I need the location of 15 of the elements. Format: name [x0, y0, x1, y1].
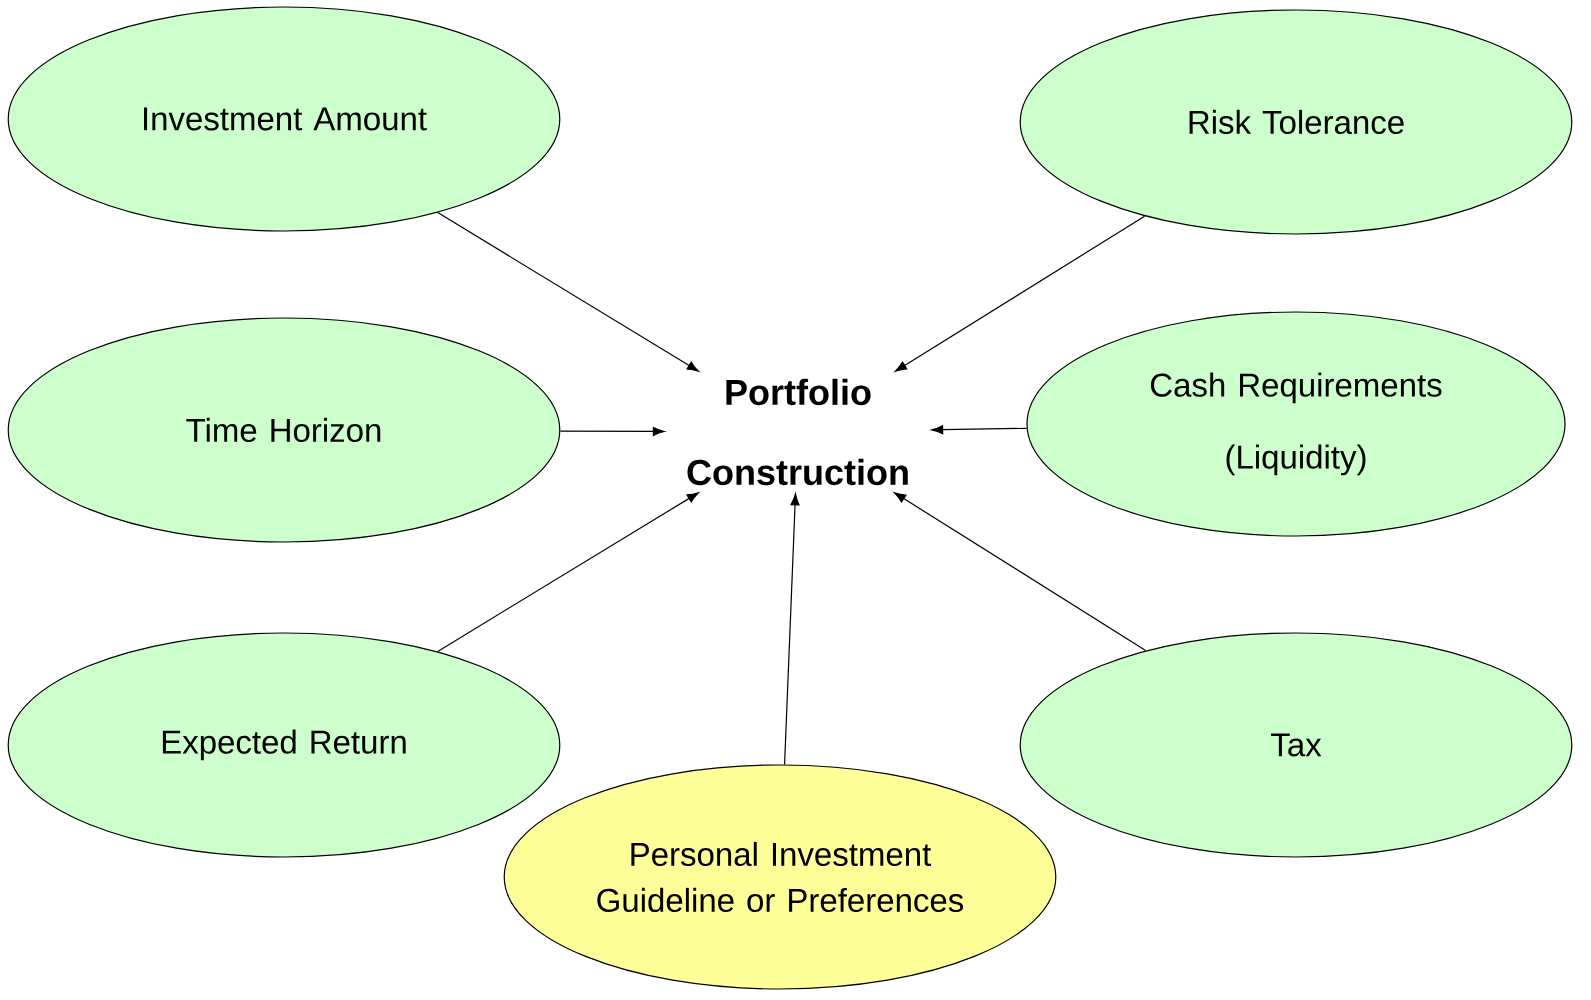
- arrow: [893, 492, 1147, 652]
- arrow: [437, 492, 699, 652]
- ellipse-node: Time Horizon: [7, 317, 561, 543]
- heading-text: Portfolio Construction: [687, 378, 908, 486]
- ellipse-node: Cash Requirements (Liquidity): [1026, 311, 1566, 537]
- ellipse-node: Risk Tolerance: [1019, 9, 1573, 235]
- arrow: [931, 425, 1028, 435]
- arrow: [894, 215, 1146, 372]
- ellipse-node: Expected Return: [7, 632, 561, 858]
- ellipse-node: Personal Investment Guideline or Preferences: [503, 764, 1057, 990]
- ellipse-node: Investment Amount: [7, 6, 561, 232]
- arrow: [559, 426, 665, 436]
- arrow: [783, 493, 800, 765]
- arrow: [437, 211, 699, 372]
- ellipse-node: Tax: [1019, 632, 1573, 858]
